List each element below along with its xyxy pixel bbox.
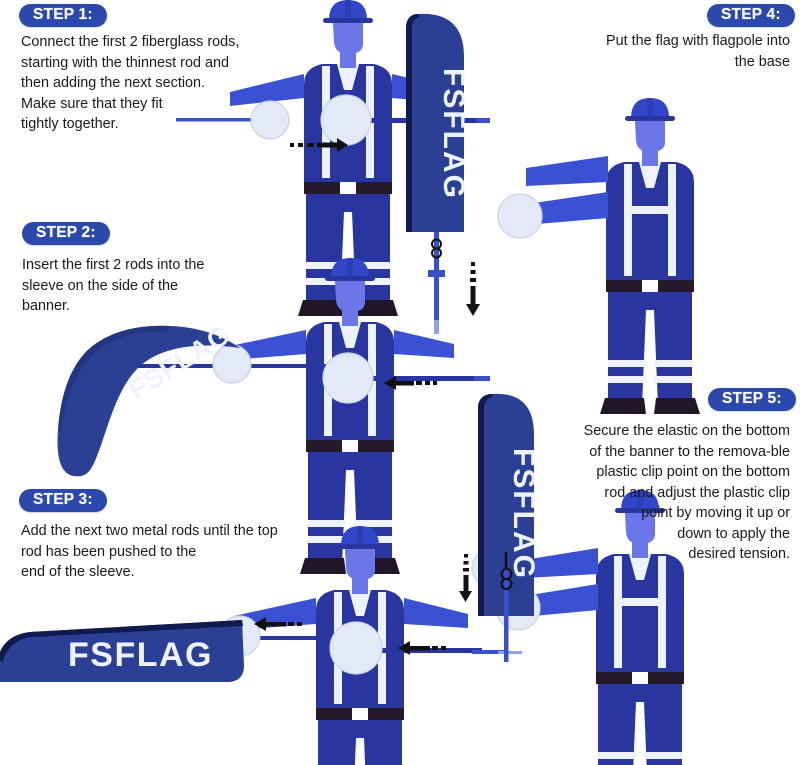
step-4-text: Put the flag with flagpole into the base [605,33,790,70]
arrow-right-step1 [290,138,348,152]
svg-text:FSFLAG: FSFLAG [507,448,540,580]
arrow-down-step5 [459,554,472,602]
figure-step-3: FSFLAG [0,526,522,765]
step-4-badge: STEP 4: [707,4,795,28]
banner-step-2: FSFLAG [57,319,240,477]
arrow-left-step3-b [398,641,446,655]
figure-step-4: FSFLAG [406,13,700,414]
step-2-badge: STEP 2: [22,222,110,246]
banner-step-3: FSFLAG [0,620,244,682]
arrow-down-step4 [466,262,480,316]
step-5-badge: STEP 5: [708,388,796,412]
figure-step-2: FSFLAG [57,258,490,574]
banner-step-4: FSFLAG [406,13,470,232]
step-2-text: Insert the first 2 rods into the sleeve … [22,257,205,314]
banner-step-5: FSFLAG [478,393,540,616]
step-1-badge: STEP 1: [19,4,107,28]
svg-text:FSFLAG: FSFLAG [68,636,213,674]
arrow-left-step3-a [254,617,302,631]
arrow-left-step2 [384,376,437,390]
svg-text:FSFLAG: FSFLAG [437,68,470,200]
step-1-text: Connect the first 2 fiberglass rods, sta… [21,34,240,132]
step-3-badge: STEP 3: [19,489,107,513]
step-3-text: Add the next two metal rods until the to… [21,523,278,580]
step-5-text: Secure the elastic on the bottom of the … [583,423,790,562]
figure-step-5: FSFLAG [459,393,690,765]
